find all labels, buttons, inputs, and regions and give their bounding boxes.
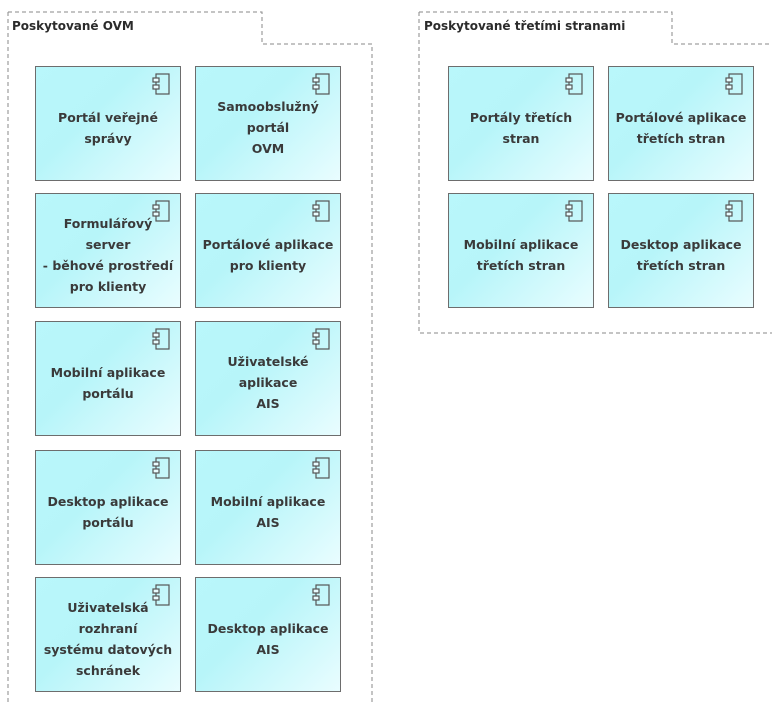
component-icon [312, 457, 330, 479]
component-box[interactable]: Desktop aplikace portálu [35, 450, 181, 565]
component-label: Portálové aplikace pro klienty [202, 236, 334, 273]
component-box[interactable]: Portál veřejné správy [35, 66, 181, 181]
component-icon [312, 73, 330, 95]
component-label: Uživatelská rozhraní systému datových sc… [43, 599, 173, 678]
component-box[interactable]: Formulářový server - běhové prostředí pr… [35, 193, 181, 308]
component-icon [152, 200, 170, 222]
component-label: Mobilní aplikace třetích stran [463, 236, 579, 273]
component-icon [565, 73, 583, 95]
component-label: Portálové aplikace třetích stran [615, 109, 747, 146]
component-box[interactable]: Portály třetích stran [448, 66, 594, 181]
component-label: Portály třetích stran [469, 109, 573, 146]
component-label: Portál veřejné správy [58, 109, 158, 146]
component-label: Desktop aplikace třetích stran [620, 236, 742, 273]
component-box[interactable]: Uživatelské aplikace AIS [195, 321, 341, 436]
component-label: Desktop aplikace portálu [47, 493, 169, 530]
component-icon [152, 584, 170, 606]
component-icon [152, 73, 170, 95]
component-box[interactable]: Mobilní aplikace portálu [35, 321, 181, 436]
component-box[interactable]: Desktop aplikace třetích stran [608, 193, 754, 308]
component-icon [152, 457, 170, 479]
group-third-party-title: Poskytované třetími stranami [424, 19, 626, 33]
component-box[interactable]: Mobilní aplikace třetích stran [448, 193, 594, 308]
component-box[interactable]: Samoobslužný portál OVM [195, 66, 341, 181]
group-ovm-frame [7, 11, 373, 705]
component-icon [312, 328, 330, 350]
component-label: Mobilní aplikace AIS [210, 493, 326, 530]
component-box[interactable]: Portálové aplikace pro klienty [195, 193, 341, 308]
component-icon [725, 73, 743, 95]
component-label: Mobilní aplikace portálu [50, 364, 166, 401]
group-third-party-frame [418, 11, 772, 334]
component-icon [725, 200, 743, 222]
component-box[interactable]: Mobilní aplikace AIS [195, 450, 341, 565]
component-icon [312, 200, 330, 222]
component-label: Samoobslužný portál OVM [217, 99, 319, 156]
component-icon [565, 200, 583, 222]
component-box[interactable]: Uživatelská rozhraní systému datových sc… [35, 577, 181, 692]
component-label: Uživatelské aplikace AIS [227, 354, 309, 411]
component-label: Desktop aplikace AIS [207, 620, 329, 657]
component-icon [152, 328, 170, 350]
group-ovm-title: Poskytované OVM [12, 19, 134, 33]
component-icon [312, 584, 330, 606]
component-box[interactable]: Desktop aplikace AIS [195, 577, 341, 692]
component-label: Formulářový server - běhové prostředí pr… [42, 215, 174, 294]
component-box[interactable]: Portálové aplikace třetích stran [608, 66, 754, 181]
